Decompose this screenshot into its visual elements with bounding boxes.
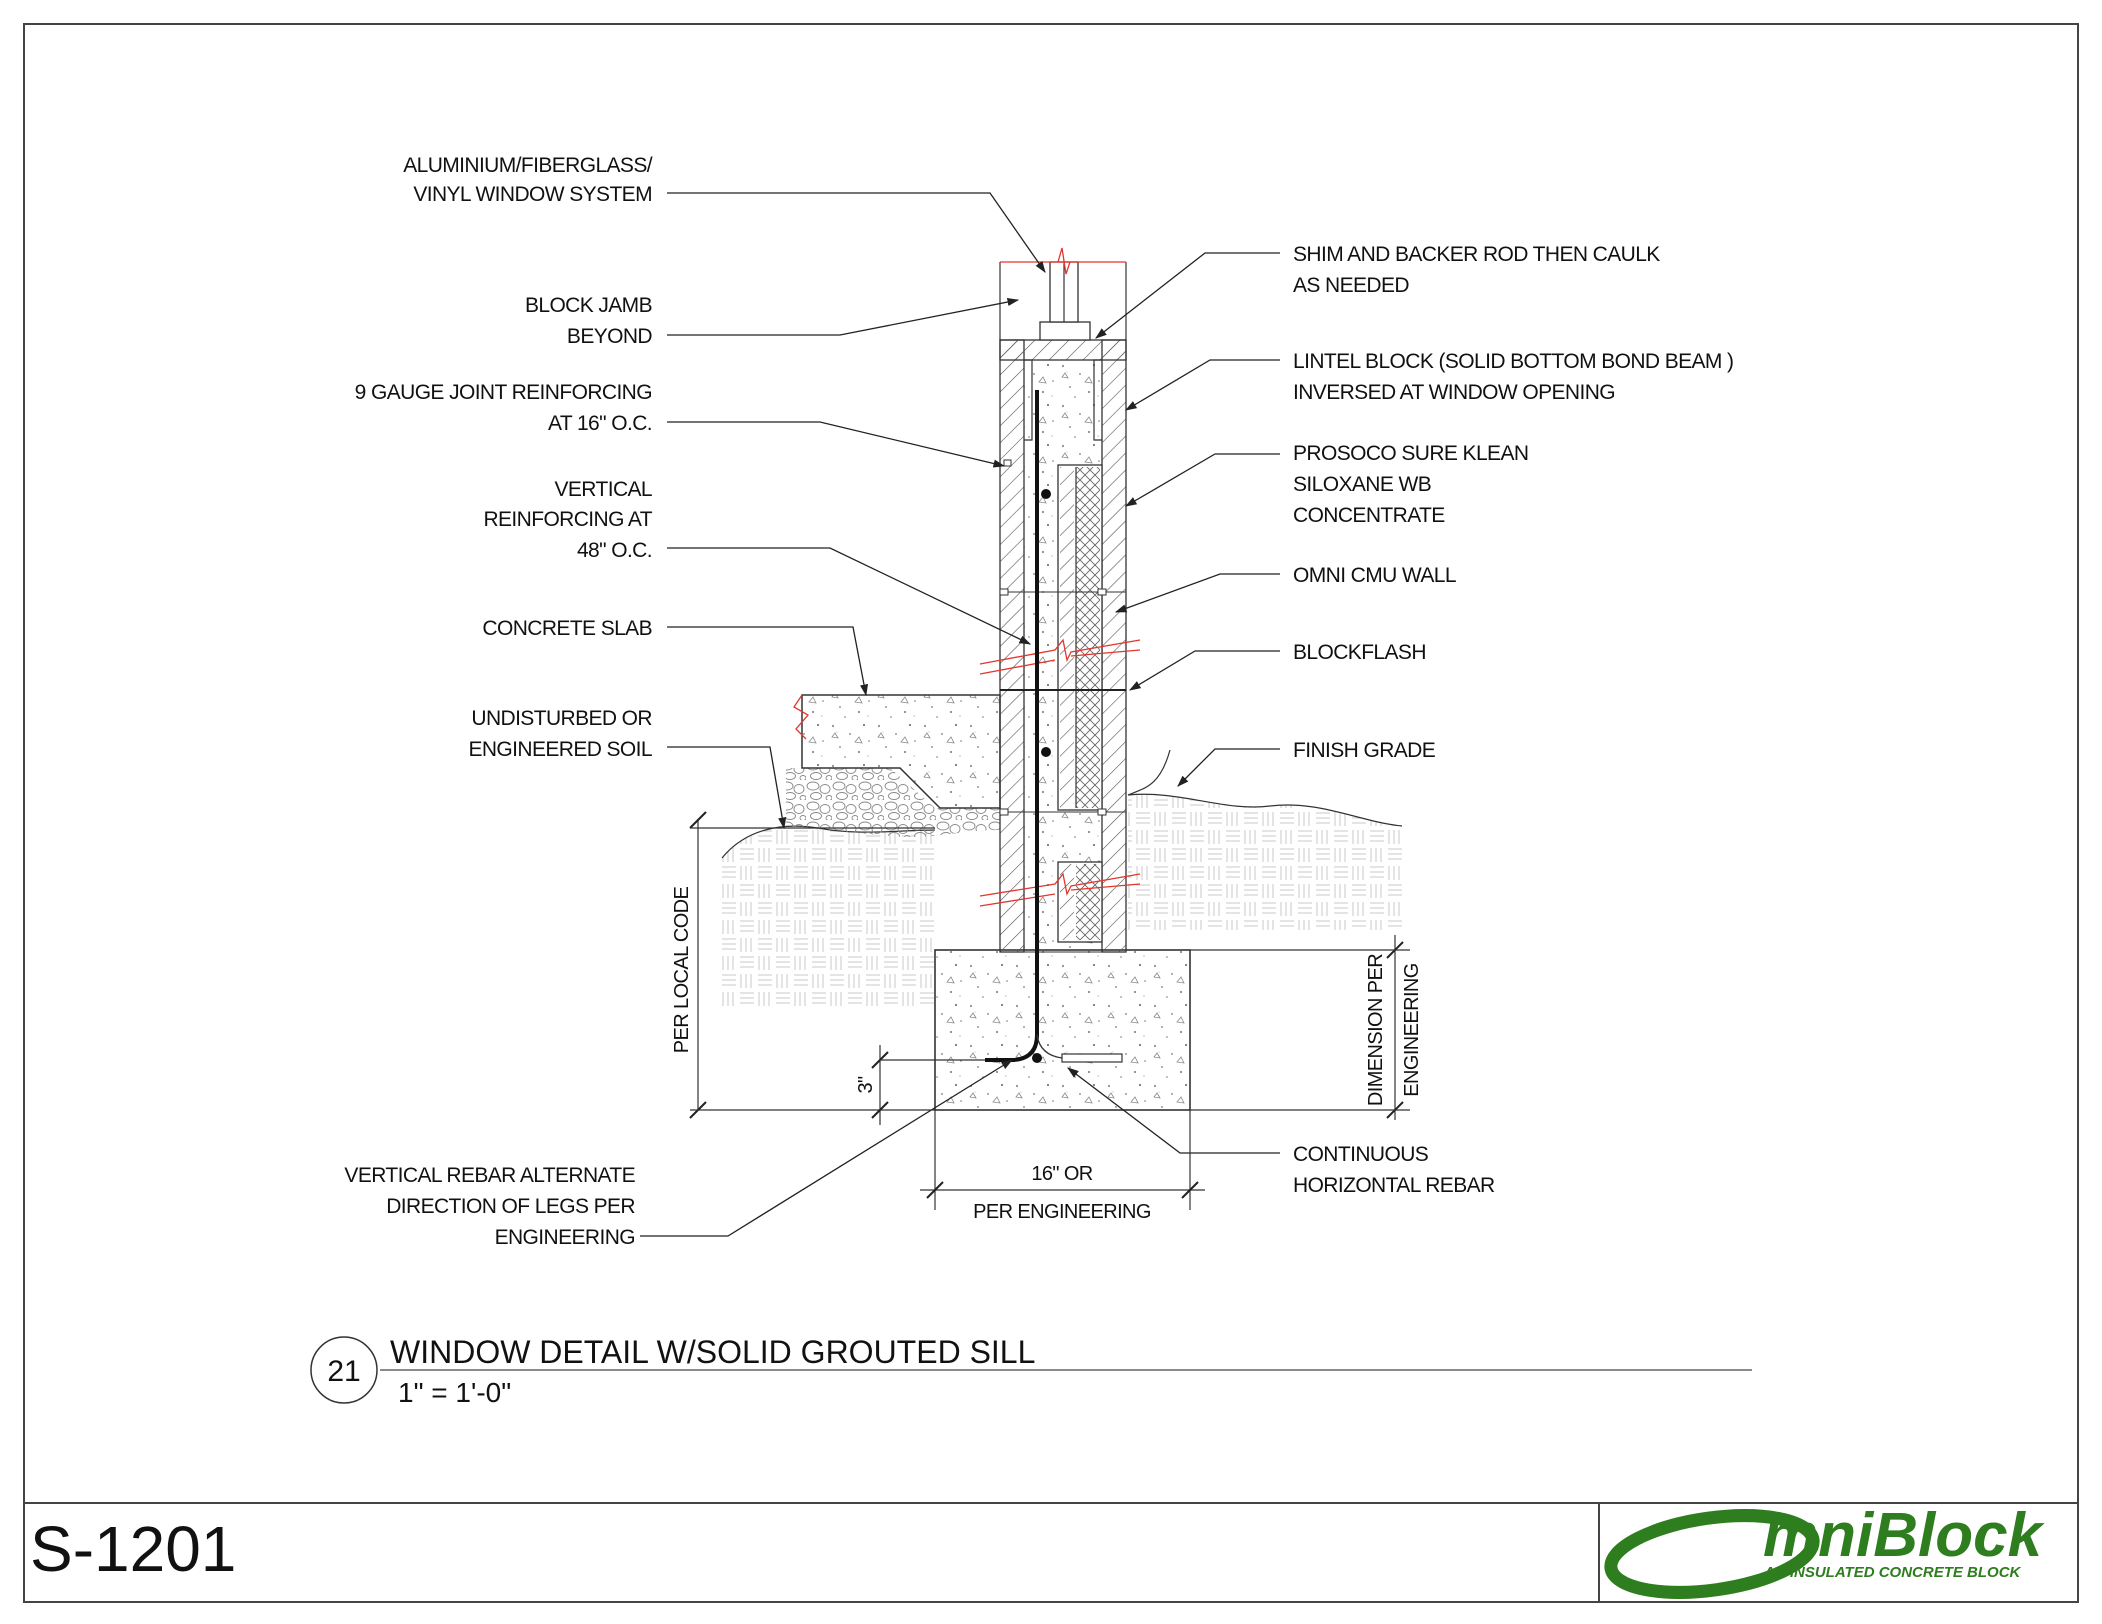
title-block: S-1201 mniBlock AN INSULATED CONCRETE BL… [30,1501,2046,1599]
dim-three-inch: 3" [855,1076,877,1094]
dim-footing-width-line1: 16" OR [1031,1163,1092,1185]
callout-block-jamb-line2: BEYOND [567,325,653,348]
callout-vertical-reinforcing-line2: REINFORCING AT [483,508,652,531]
concrete-footing [934,949,1191,1111]
callout-vertical-rebar-alt-line2: DIRECTION OF LEGS PER [386,1195,635,1218]
detail-title: 21 WINDOW DETAIL W/SOLID GROUTED SILL 1"… [310,1334,1752,1408]
dim-footing-width-line2: PER ENGINEERING [973,1201,1151,1223]
window-frame [999,247,1127,341]
omniblock-logo: mniBlock AN INSULATED CONCRETE BLOCK [1604,1501,2046,1599]
sheet-number: S-1201 [30,1513,236,1585]
callout-prosoco-line1: PROSOCO SURE KLEAN [1293,442,1528,465]
omni-cmu-wall [999,339,1127,953]
callout-shim-line1: SHIM AND BACKER ROD THEN CAULK [1293,243,1660,266]
detail-title-text: WINDOW DETAIL W/SOLID GROUTED SILL [390,1334,1035,1370]
callout-blockflash: BLOCKFLASH [1293,641,1426,664]
dimension-labels: PER LOCAL CODE 3" 16" OR PER ENGINEERING… [671,887,1423,1223]
wall-break-lines [979,638,1141,907]
gravel-base [786,768,1000,837]
right-callouts: SHIM AND BACKER ROD THEN CAULK AS NEEDED… [1293,243,1734,1197]
callout-prosoco-line3: CONCENTRATE [1293,504,1445,527]
dim-per-engineering-line2: ENGINEERING [1401,963,1423,1096]
left-callouts: ALUMINIUM/FIBERGLASS/ VINYL WINDOW SYSTE… [344,154,653,1249]
callout-window-system-line1: ALUMINIUM/FIBERGLASS/ [403,154,653,177]
callout-lintel-line1: LINTEL BLOCK (SOLID BOTTOM BOND BEAM ) [1293,350,1733,373]
leader-lines [640,192,1280,1237]
callout-joint-reinforcing-line2: AT 16" O.C. [548,412,652,435]
callout-soil-line2: ENGINEERED SOIL [468,738,652,761]
callout-horizontal-rebar-line2: HORIZONTAL REBAR [1293,1174,1495,1197]
dimension-lines [689,811,1410,1210]
callout-prosoco-line2: SILOXANE WB [1293,473,1431,496]
rebar [985,390,1123,1063]
callout-shim-line2: AS NEEDED [1293,274,1409,297]
slab-break-line [793,694,810,740]
callout-horizontal-rebar-line1: CONTINUOUS [1293,1143,1429,1166]
callout-omni-wall: OMNI CMU WALL [1293,564,1456,587]
earth-fill [721,749,1403,1010]
callout-block-jamb-line1: BLOCK JAMB [525,294,652,317]
callout-concrete-slab: CONCRETE SLAB [482,617,652,640]
logo-o-ring [1604,1509,1820,1599]
callout-vertical-rebar-alt-line3: ENGINEERING [495,1226,635,1249]
callout-lintel-line2: INVERSED AT WINDOW OPENING [1293,381,1615,404]
callout-window-system-line2: VINYL WINDOW SYSTEM [413,183,652,206]
sheet-border [23,23,2079,1603]
dim-per-local-code: PER LOCAL CODE [671,887,693,1054]
detail-number-bubble [310,1336,378,1404]
detail-scale: 1" = 1'-0" [398,1377,511,1408]
callout-vertical-reinforcing-line3: 48" O.C. [577,539,652,562]
callout-soil-line1: UNDISTURBED OR [471,707,652,730]
dim-per-engineering-line1: DIMENSION PER [1365,954,1387,1106]
callout-finish-grade: FINISH GRADE [1293,739,1436,762]
finish-grade-line [1127,793,1403,827]
callout-vertical-rebar-alt-line1: VERTICAL REBAR ALTERNATE [344,1164,635,1187]
callout-vertical-reinforcing-line1: VERTICAL [554,478,652,501]
logo-tagline: AN INSULATED CONCRETE BLOCK [1763,1564,2022,1581]
callout-joint-reinforcing-line1: 9 GAUGE JOINT REINFORCING [355,381,652,404]
detail-number: 21 [327,1355,360,1388]
logo-wordmark: mniBlock [1763,1501,2046,1570]
